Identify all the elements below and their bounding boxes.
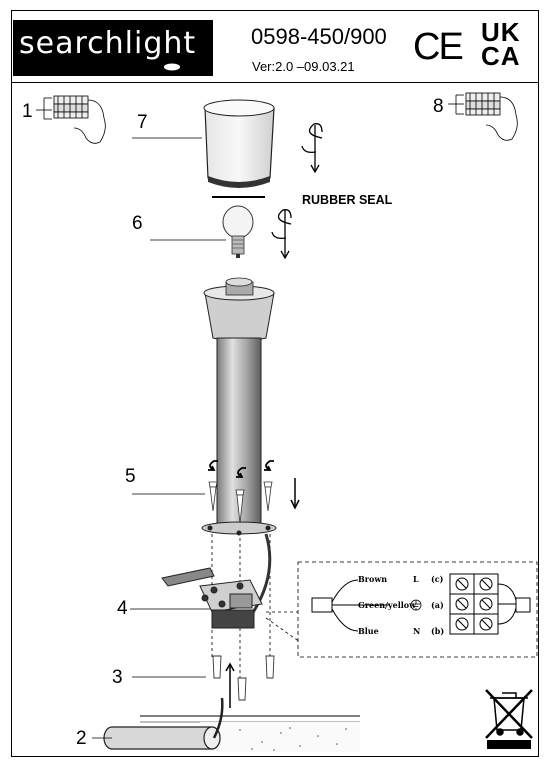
rotate-arrow-icon-bulb	[271, 209, 292, 260]
step-number-2: 2	[76, 728, 87, 749]
crossed-out-bin-icon	[485, 689, 533, 749]
version-date: Ver:2.0 –09.03.21	[252, 59, 355, 74]
cable-conduit	[103, 697, 224, 750]
earth-symbol-icon	[410, 599, 422, 611]
wire-label-blue: Blue	[358, 626, 379, 636]
mounting-bracket	[161, 567, 263, 629]
ukca-mark-bottom: CA	[481, 41, 521, 71]
terminal-c: (c)	[431, 574, 444, 584]
step-number-7: 7	[137, 112, 148, 133]
screw-icon	[208, 481, 273, 524]
mains-cable	[250, 533, 272, 615]
lamp-shade	[132, 99, 275, 188]
post-base-flange	[201, 521, 277, 536]
step-number-3: 3	[112, 667, 123, 688]
header-bar	[11, 10, 539, 83]
light-bulb	[150, 205, 254, 258]
wall-plug-icon	[212, 655, 275, 701]
logo-light-glow	[164, 63, 180, 71]
step-number-5: 5	[125, 466, 136, 487]
ground-surface	[140, 715, 360, 752]
ukca-mark-top: UK	[481, 17, 521, 47]
step-number-4: 4	[117, 598, 128, 619]
step-number-6: 6	[132, 213, 143, 234]
rotate-arrow-icon-top	[301, 123, 323, 174]
wire-label-green-yellow: Green/yellow	[358, 600, 417, 610]
terminal-live: L	[413, 574, 419, 584]
up-arrow-icon	[225, 662, 235, 708]
page-border	[11, 10, 539, 757]
wiring-diagram: Brown Green/yellow Blue L N (c) (a) (b)	[297, 561, 538, 658]
terminal-b: (b)	[431, 626, 444, 636]
rubber-seal-label: RUBBER SEAL	[302, 193, 393, 207]
wire-label-brown: Brown	[358, 574, 387, 584]
step-number-1: 1	[22, 101, 33, 122]
step-number-8: 8	[433, 96, 444, 117]
terminal-block	[449, 573, 499, 635]
model-number: 0598-450/900	[251, 24, 387, 49]
ukca-mark: UK CA	[481, 17, 521, 71]
brand-logo-text: searchlight	[19, 26, 197, 61]
ce-mark: CE	[413, 26, 464, 68]
terminal-neutral: N	[413, 626, 420, 636]
hand-connector-icon-left	[36, 95, 106, 144]
terminal-a: (a)	[431, 600, 444, 610]
rotate-arrow-icon-screws	[208, 460, 274, 478]
down-arrow-icon	[290, 478, 300, 510]
post-cap	[203, 277, 275, 342]
hand-connector-icon-right	[448, 92, 518, 141]
